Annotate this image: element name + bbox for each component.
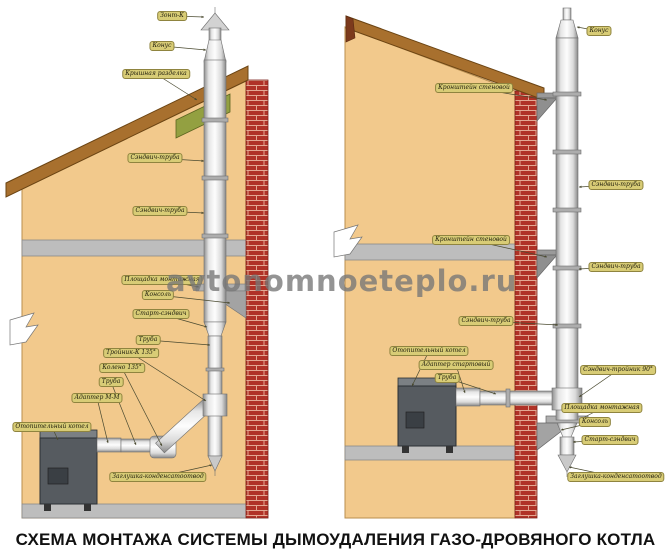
label-left-sandwich-pipe-2: Сэндвич-труба xyxy=(132,206,188,216)
label-left-roof-flashing: Крышная разделка xyxy=(122,69,190,79)
label-right-tee-90: Сэндвич-тройник 90° xyxy=(580,365,656,375)
label-right-condensate-plug: Заглушка-конденсатоотвод xyxy=(567,472,665,482)
right-condensate-plug xyxy=(557,454,577,473)
left-brick-column xyxy=(245,79,269,519)
right-top-stub xyxy=(562,7,572,21)
pipe-clamp xyxy=(552,207,582,213)
right-boiler-leg xyxy=(402,446,409,453)
right-boiler xyxy=(397,377,457,453)
adapter-mm xyxy=(96,437,122,453)
right-connection-run xyxy=(455,387,557,408)
right-roof-end-cap xyxy=(345,15,356,43)
label-right-sandwich-pipe-1: Сэндвич-труба xyxy=(588,180,644,190)
label-left-tee-135: Тройник-К 135° xyxy=(103,348,159,358)
left-roof xyxy=(5,65,249,198)
label-right-start-adapter: Адаптер стартовый xyxy=(418,360,494,370)
label-left-sandwich-pipe-1: Сэндвич-труба xyxy=(127,153,183,163)
left-wall-break-mark xyxy=(9,312,39,346)
label-right-wall-bracket-1: Кронштейн стеновой xyxy=(435,83,513,93)
label-left-start-sandwich: Старт-сэндвич xyxy=(132,309,190,319)
wall-bracket-arm xyxy=(536,249,558,256)
pipe-clamp xyxy=(201,117,229,123)
label-right-sandwich-pipe-2: Сэндвич-труба xyxy=(588,262,644,272)
label-left-pipe-2: Труба xyxy=(98,377,124,387)
label-left-console: Консоль xyxy=(141,290,175,300)
right-brick-column xyxy=(514,90,538,519)
label-right-start-sandwich: Старт-сэндвич xyxy=(581,435,639,445)
horizontal-pipe xyxy=(479,390,557,406)
label-right-platform: Площадка монтажная xyxy=(561,403,643,413)
label-right-sandwich-pipe-3: Сэндвич-труба xyxy=(458,316,514,326)
diagram-title: СХЕМА МОНТАЖА СИСТЕМЫ ДЫМОУДАЛЕНИЯ ГАЗО-… xyxy=(15,530,656,549)
right-wall-break-mark xyxy=(333,224,363,258)
label-right-wall-bracket-2: Кронштейн стеновой xyxy=(432,235,510,245)
wall-bracket-strut xyxy=(536,254,558,279)
pipe-clamp xyxy=(201,233,229,239)
label-left-cap-k: Зонт-К xyxy=(157,11,187,21)
left-chimney-umbrella-cap xyxy=(200,12,230,31)
label-left-adapter-mm: Адаптер М-М xyxy=(71,393,123,403)
label-left-elbow-135: Колено 135° xyxy=(99,363,145,373)
right-chimney xyxy=(551,7,583,477)
right-lower-pipe xyxy=(559,436,575,456)
left-boiler-leg xyxy=(44,504,51,511)
left-boiler-leg xyxy=(84,504,91,511)
left-boiler-door xyxy=(47,467,69,485)
right-boiler-leg xyxy=(446,446,453,453)
left-chimney-cone xyxy=(203,39,227,63)
right-floor-slab-lower xyxy=(344,445,538,461)
right-boiler-door xyxy=(405,411,425,429)
label-left-cone: Конус xyxy=(149,41,175,51)
right-start-sandwich xyxy=(556,422,578,438)
pipe-joint-ring xyxy=(205,367,225,372)
left-floor-slab-upper xyxy=(21,239,269,257)
left-tee-135 xyxy=(202,393,228,417)
label-right-pipe: Труба xyxy=(434,373,460,383)
start-adapter xyxy=(455,387,481,407)
right-chimney-cone xyxy=(555,19,579,39)
label-left-boiler: Отопительный котел xyxy=(12,422,92,432)
connection-pipe xyxy=(120,438,154,453)
label-right-cone: Конус xyxy=(586,26,612,36)
pipe-clamp xyxy=(552,323,582,329)
label-left-pipe-1: Труба xyxy=(135,335,161,345)
pipe-clamp xyxy=(552,149,582,155)
left-condensate-plug xyxy=(207,455,223,472)
right-floor-slab-upper xyxy=(344,243,538,261)
label-right-console: Консоль xyxy=(578,417,612,427)
label-left-condensate-plug: Заглушка-конденсатоотвод xyxy=(109,472,207,482)
left-chimney xyxy=(195,7,247,476)
label-left-platform: Площадка монтажная xyxy=(121,275,203,285)
pipe-clamp xyxy=(201,175,229,181)
site-watermark: avtonomnoeteplo.ru xyxy=(166,264,518,298)
pipe-clamp xyxy=(552,265,582,271)
label-right-boiler: Отопительный котел xyxy=(389,346,469,356)
wall-bracket-strut xyxy=(536,97,558,122)
pipe-joint-ring xyxy=(505,388,511,408)
left-boiler xyxy=(39,429,98,511)
pipe-clamp xyxy=(552,91,582,97)
left-floor-slab-lower xyxy=(21,503,269,519)
